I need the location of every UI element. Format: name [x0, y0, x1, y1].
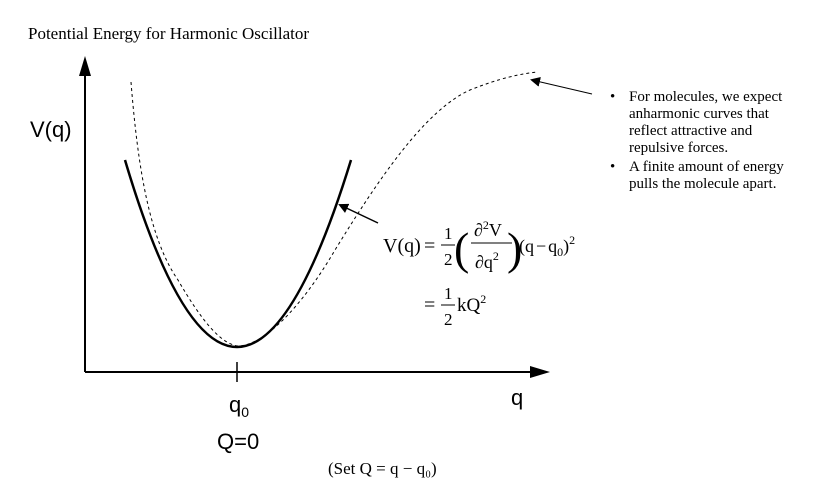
- close-paren-large: ): [507, 223, 522, 274]
- open-paren-large: (: [454, 223, 469, 274]
- arrow-to-harmonic-curve: [338, 203, 379, 224]
- half-numerator: 1: [444, 224, 453, 243]
- y-axis-label: V(q): [30, 117, 72, 142]
- bullet-icon: •: [610, 89, 616, 105]
- diagram-title: Potential Energy for Harmonic Oscillator: [28, 24, 310, 43]
- line2-denominator: 2: [444, 310, 453, 329]
- q0-tick-label: q0: [229, 392, 249, 420]
- partial-numerator: ∂2V: [474, 218, 502, 240]
- half-denominator: 2: [444, 250, 453, 269]
- equation-equals: =: [424, 235, 435, 257]
- equation-lhs: V(q): [383, 235, 421, 257]
- partial-denominator: ∂q2: [475, 249, 499, 272]
- caption: (Set Q = q − q₀): [328, 459, 437, 478]
- note-text: For molecules, we expect anharmonic curv…: [629, 89, 783, 156]
- note-item: • A finite amount of energy pulls the mol…: [610, 159, 810, 193]
- y-axis-arrowhead: [79, 56, 91, 76]
- q-zero-label: Q=0: [217, 429, 259, 454]
- bullet-icon: •: [610, 159, 616, 175]
- harmonic-curve: [123, 159, 353, 348]
- line2-term: kQ2: [457, 292, 486, 316]
- factor-expression: (q−q0)2: [519, 233, 575, 259]
- note-text: A finite amount of energy pulls the mole…: [629, 159, 784, 192]
- x-axis-arrowhead: [530, 366, 550, 378]
- x-axis-label: q: [511, 385, 523, 410]
- anharmonic-curve: [130, 71, 538, 347]
- note-item: • For molecules, we expect anharmonic cur…: [610, 89, 810, 157]
- arrow-to-anharmonic-curve: [530, 76, 593, 95]
- equation: V(q) = 1 2 ( ∂2V ∂q2 ) (q−q0)2 = 1 2 kQ2: [383, 218, 575, 329]
- line2-numerator: 1: [444, 284, 453, 303]
- notes-list: • For molecules, we expect anharmonic cur…: [610, 89, 810, 195]
- line2-equals: =: [424, 294, 435, 316]
